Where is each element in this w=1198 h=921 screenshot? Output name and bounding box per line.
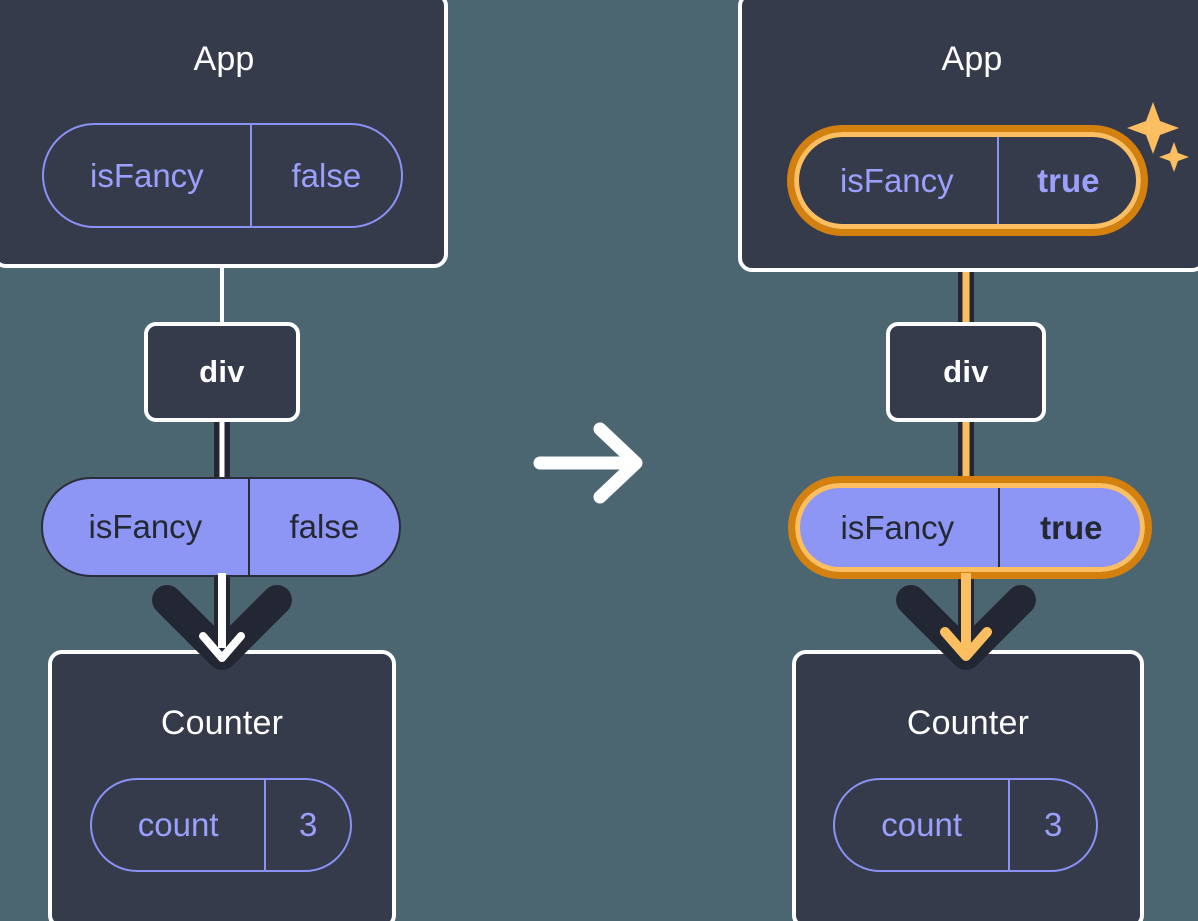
component-title-app: App bbox=[941, 40, 1003, 78]
prop-pill-isfancy[interactable]: isFancy false bbox=[41, 477, 401, 577]
component-title-app: App bbox=[193, 40, 255, 78]
arrow-prop-to-counter-before bbox=[152, 573, 292, 670]
sparkle-large-icon bbox=[1127, 102, 1179, 154]
component-title-counter: Counter bbox=[906, 704, 1030, 742]
prop-pill-name: isFancy bbox=[88, 508, 203, 545]
element-title-div: div bbox=[943, 354, 989, 389]
panel-before: App isFancy false div isFancy false Coun… bbox=[0, 0, 448, 921]
arrow-prop-to-counter-after bbox=[896, 573, 1036, 670]
state-pill-count-name: count bbox=[137, 806, 219, 843]
arrow-right-icon bbox=[533, 422, 643, 504]
prop-pill-value: true bbox=[997, 485, 1143, 570]
state-pill-value: true bbox=[996, 135, 1138, 226]
state-pill-isfancy-app[interactable]: isFancy false bbox=[42, 123, 403, 228]
prop-pill-isfancy[interactable]: isFancy true bbox=[795, 483, 1145, 572]
state-pill-count[interactable]: count 3 bbox=[833, 778, 1098, 872]
state-pill-count[interactable]: count 3 bbox=[90, 778, 352, 872]
prop-pill-value: false bbox=[247, 479, 399, 575]
arrowhead-orange bbox=[940, 627, 992, 661]
state-pill-count-name: count bbox=[881, 806, 963, 843]
sparkle-small-icon bbox=[1159, 142, 1189, 172]
prop-pill-name: isFancy bbox=[840, 508, 955, 546]
transition-arrow bbox=[533, 422, 643, 504]
sparkles-app-pill bbox=[1127, 102, 1189, 172]
state-pill-isfancy-app[interactable]: isFancy true bbox=[795, 133, 1140, 228]
component-title-counter: Counter bbox=[160, 704, 284, 742]
element-box-div[interactable]: div bbox=[144, 322, 300, 422]
arrowhead-light bbox=[199, 632, 245, 662]
element-box-div[interactable]: div bbox=[886, 322, 1046, 422]
element-title-div: div bbox=[199, 354, 245, 389]
panel-after: App isFancy true div isFancy true bbox=[599, 0, 1198, 921]
state-pill-count-value: 3 bbox=[1008, 780, 1096, 870]
state-pill-count-value: 3 bbox=[264, 780, 350, 870]
state-pill-name: isFancy bbox=[89, 156, 204, 194]
state-pill-name: isFancy bbox=[839, 161, 954, 199]
state-pill-value: false bbox=[249, 125, 401, 226]
